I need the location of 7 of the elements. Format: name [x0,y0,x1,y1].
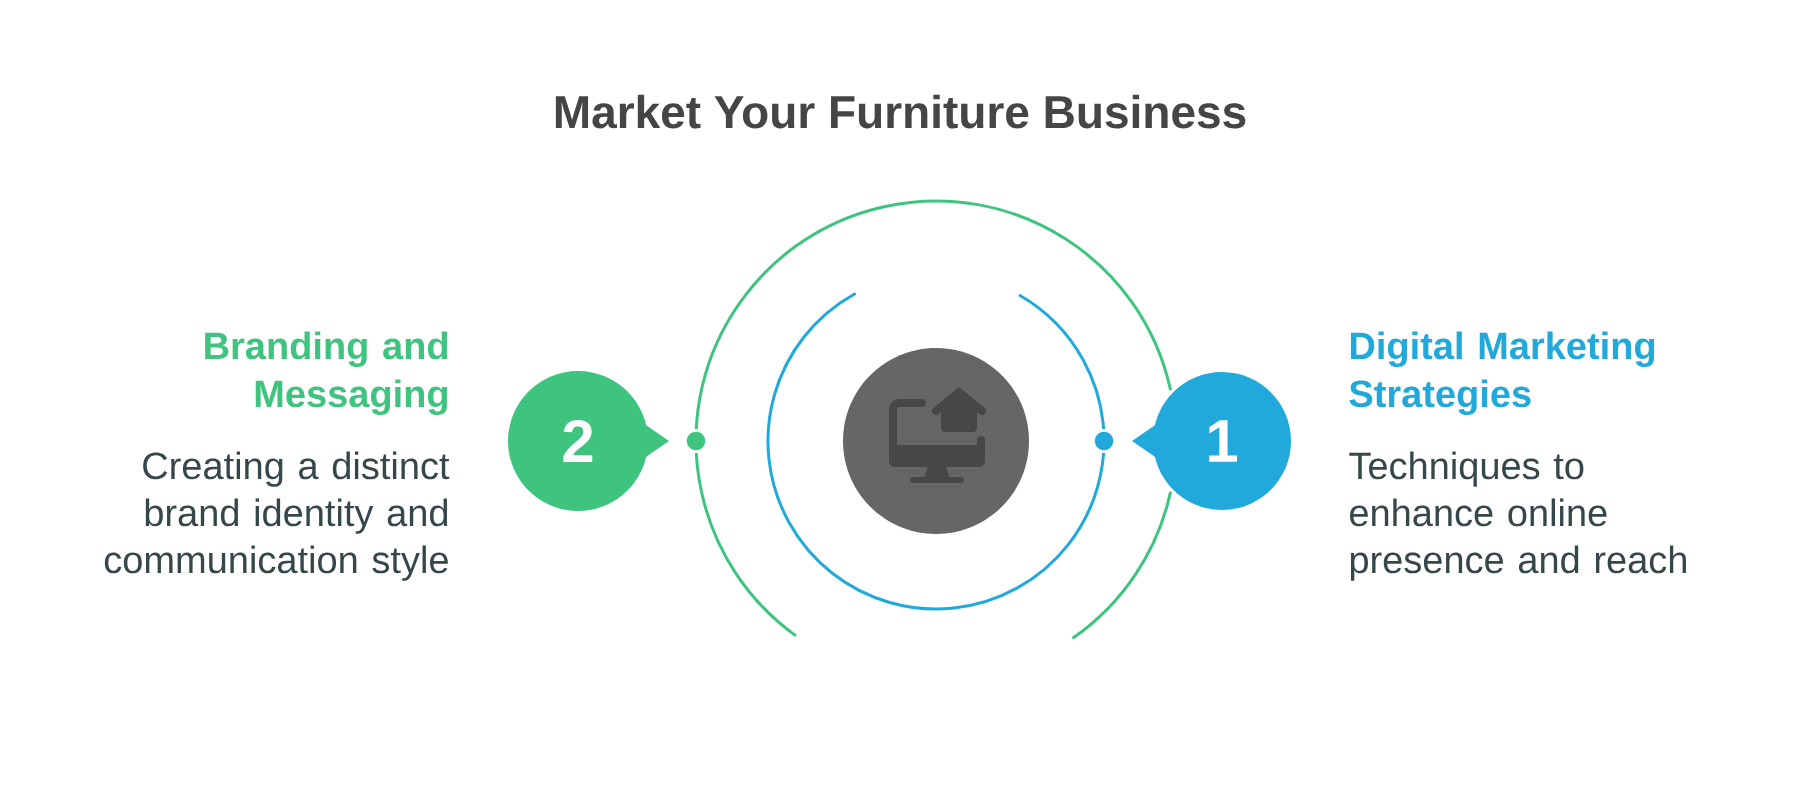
number-badge: 1 [1153,372,1291,510]
title: Market Your Furniture Business [555,94,1246,129]
heading: Branding and Messaging [205,331,448,416]
number-badge: 2 [508,371,648,511]
description: Creating a distinct brand identity and communication style [104,451,450,581]
heading: Digital Marketing Strategies [1349,331,1655,416]
description: Techniques to enhance online presence and reach [1349,451,1686,581]
